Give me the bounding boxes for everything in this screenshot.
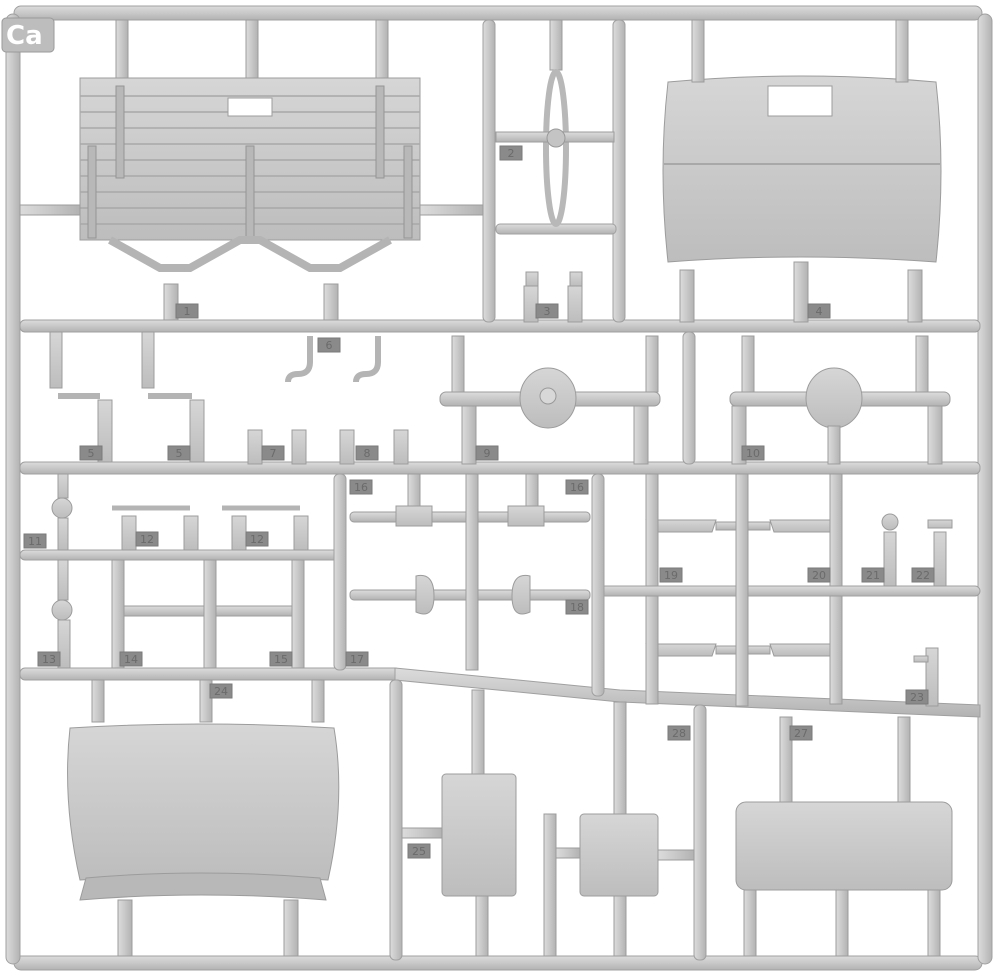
part-tag-7: 7 [261, 445, 285, 461]
part-12-brake-levers [112, 505, 309, 551]
part-number: 13 [42, 653, 56, 666]
part-16-17-18-center-parts [349, 473, 591, 671]
part-5-pedals [49, 331, 205, 463]
part-tag-6: 6 [317, 337, 341, 353]
part-6-towing-hooks [285, 336, 381, 383]
sprue-letter: Ca [6, 21, 43, 51]
part-number: 6 [326, 339, 333, 352]
part-number: 21 [866, 569, 880, 582]
part-tag-13: 13 [37, 651, 61, 667]
part-number: 17 [350, 653, 364, 666]
part-tag-28: 28 [667, 725, 691, 741]
part-tag-25: 25 [407, 843, 431, 859]
part-21-22-small-fittings [881, 513, 953, 587]
part-number: 5 [176, 447, 183, 460]
part-tag-17: 17 [345, 651, 369, 667]
part-number: 25 [412, 845, 426, 858]
part-25-door-panel [401, 689, 517, 957]
part-tag-16: 16 [565, 479, 589, 495]
part-tag-8: 8 [355, 445, 379, 461]
part-number: 14 [124, 653, 138, 666]
part-tag-12: 12 [135, 531, 159, 547]
part-number: 1 [184, 305, 191, 318]
part-tag-2: 2 [499, 145, 523, 161]
sprue-letter-tag: Ca [1, 17, 55, 53]
part-tag-23: 23 [905, 689, 929, 705]
part-tag-9: 9 [475, 445, 499, 461]
part-tag-1: 1 [175, 303, 199, 319]
part-27-rear-panel [735, 716, 953, 957]
part-10-rear-axle [729, 335, 951, 465]
part-7-8-small-levers [247, 429, 409, 465]
part-23-small-lever [913, 647, 939, 707]
part-tag-21: 21 [861, 567, 885, 583]
part-9-front-axle [439, 335, 661, 465]
part-tag-16: 16 [349, 479, 373, 495]
part-tag-5: 5 [79, 445, 103, 461]
part-tag-27: 27 [789, 725, 813, 741]
part-3-small-lever-pair [523, 271, 583, 323]
part-tag-20: 20 [807, 567, 831, 583]
part-tag-19: 19 [659, 567, 683, 583]
part-number: 12 [140, 533, 154, 546]
part-14-15-tie-rods [111, 559, 305, 669]
part-number: 4 [816, 305, 823, 318]
part-1-truck-bed-side-panel [79, 77, 421, 321]
part-number: 9 [484, 447, 491, 460]
part-number: 18 [570, 601, 584, 614]
part-number: 20 [812, 569, 826, 582]
gates-part-1 [19, 19, 484, 216]
part-number: 8 [364, 447, 371, 460]
part-number: 15 [274, 653, 288, 666]
part-tag-22: 22 [911, 567, 935, 583]
part-number: 19 [664, 569, 678, 582]
part-11-13-hub-caps [51, 473, 73, 669]
part-number: 3 [544, 305, 551, 318]
part-tag-5: 5 [167, 445, 191, 461]
part-tag-11: 11 [23, 533, 47, 549]
part-number: 16 [354, 481, 368, 494]
part-tag-10: 10 [741, 445, 765, 461]
part-number: 12 [250, 533, 264, 546]
part-number: 28 [672, 727, 686, 740]
part-number: 22 [916, 569, 930, 582]
sprue-frame [5, 5, 993, 971]
part-number: 5 [88, 447, 95, 460]
part-tag-4: 4 [807, 303, 831, 319]
part-tag-24: 24 [209, 683, 233, 699]
part-26-28-small-panels [543, 701, 695, 957]
part-number: 27 [794, 727, 808, 740]
part-number: 23 [910, 691, 924, 704]
part-number: 11 [28, 535, 42, 548]
part-tag-18: 18 [565, 599, 589, 615]
part-tag-15: 15 [269, 651, 293, 667]
part-number: 10 [746, 447, 760, 460]
part-tag-3: 3 [535, 303, 559, 319]
part-tag-12: 12 [245, 531, 269, 547]
part-19-20-leaf-springs [645, 473, 843, 707]
part-tag-14: 14 [119, 651, 143, 667]
part-4-rear-tailgate-panel [662, 19, 942, 323]
part-number: 24 [214, 685, 228, 698]
part-number: 7 [270, 447, 277, 460]
part-24-seat-bench [67, 679, 340, 957]
part-number: 2 [508, 147, 515, 160]
part-number: 16 [570, 481, 584, 494]
part-2-steering-column [495, 19, 615, 227]
